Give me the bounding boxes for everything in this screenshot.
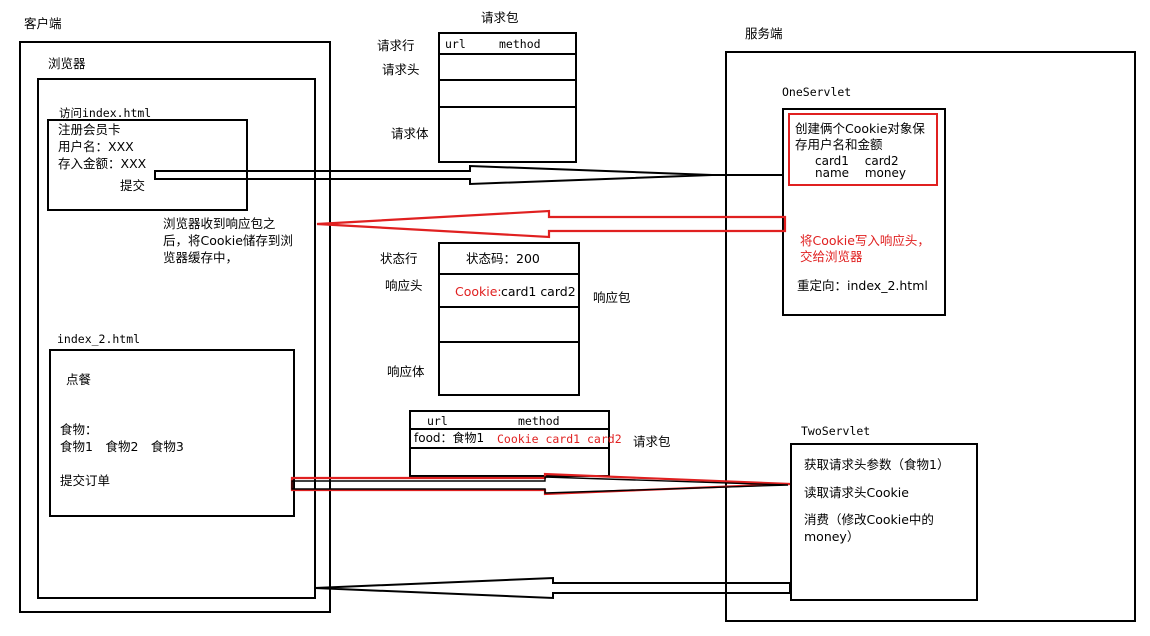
index2-page-caption: index_2.html: [57, 332, 141, 346]
request-1-divider: [440, 79, 576, 81]
order-title: 点餐: [66, 372, 92, 387]
status-line-label: 状态行: [380, 251, 418, 266]
browser-note-line1: 浏览器收到响应包之: [163, 216, 276, 231]
browser-note-line3: 览器缓存中，: [163, 250, 239, 265]
create-cookie-line1: 创建俩个Cookie对象保: [795, 121, 925, 136]
request-line-label: 请求行: [377, 38, 415, 53]
request-2-cookie: Cookie card1 card2: [497, 432, 622, 446]
write-cookie-line2: 交给浏览器: [800, 249, 863, 264]
two-servlet-name: TwoServlet: [801, 424, 871, 438]
response-divider: [440, 273, 579, 275]
request-2-divider: [411, 447, 609, 449]
index-page-box: [47, 119, 248, 211]
response-divider: [440, 306, 579, 308]
request-1-divider: [440, 53, 576, 55]
two-servlet-step1: 获取请求头参数（食物1）: [804, 457, 950, 472]
status-code: 状态码：200: [466, 251, 540, 266]
client-frame: [19, 41, 331, 613]
index2-page-box: [49, 349, 295, 517]
response-divider: [440, 341, 579, 343]
cookie-names: card1 card2: [815, 154, 899, 168]
response-cookie-key: Cookie:: [455, 284, 502, 299]
request-arrow-1: [154, 164, 713, 186]
submit-button[interactable]: 提交: [120, 178, 146, 193]
response-packet-box: [438, 242, 580, 396]
username-field: 用户名：XXX: [58, 139, 134, 154]
response-packet-title: 响应包: [593, 290, 631, 305]
request-packet-2-title: 请求包: [633, 434, 671, 449]
food-label: 食物：: [60, 422, 98, 437]
server-title: 服务端: [745, 26, 783, 41]
request-2-food-param: food：食物1: [414, 431, 485, 445]
cookie-values: name money: [815, 166, 906, 180]
return-arrow: [314, 576, 791, 600]
request-2-divider: [411, 428, 609, 430]
request-1-method: method: [499, 37, 541, 51]
amount-field: 存入金额：XXX: [58, 156, 147, 171]
two-servlet-step3-line1: 消费（修改Cookie中的: [804, 512, 934, 527]
create-cookie-line2: 存用户名和金额: [795, 137, 883, 152]
one-servlet-name: OneServlet: [782, 85, 852, 99]
browser-label: 浏览器: [48, 56, 86, 71]
cookie-create-highlight: [788, 113, 938, 186]
response-arrow: [316, 209, 787, 239]
two-servlet-step2: 读取请求头Cookie: [804, 485, 909, 500]
order-arrow-red: [290, 472, 791, 496]
write-cookie-line1: 将Cookie写入响应头，: [800, 233, 930, 248]
two-servlet-step3-line2: money）: [804, 529, 860, 544]
redirect-text: 重定向：index_2.html: [797, 278, 928, 293]
response-header-label: 响应头: [385, 278, 423, 293]
request-body-label: 请求体: [391, 126, 429, 141]
browser-note-line2: 后，将Cookie储存到浏: [163, 233, 293, 248]
submit-order-button[interactable]: 提交订单: [60, 473, 111, 488]
register-title: 注册会员卡: [58, 122, 121, 137]
request-2-url: url: [427, 414, 448, 428]
request-packet-1-title: 请求包: [481, 10, 519, 25]
request-packet-2-box: [409, 410, 610, 477]
request-packet-1-box: [438, 32, 577, 163]
browser-frame: [37, 78, 316, 599]
order-arrow-black: [291, 476, 789, 494]
one-servlet-box: [782, 108, 946, 316]
request-header-label: 请求头: [382, 62, 420, 77]
request-1-url: url: [445, 37, 466, 51]
client-title: 客户端: [24, 16, 62, 31]
server-frame: [725, 51, 1136, 622]
index-page-caption: 访问index.html: [59, 106, 152, 120]
two-servlet-box: [790, 443, 978, 601]
request-1-divider: [440, 106, 576, 108]
response-body-label: 响应体: [387, 364, 425, 379]
response-cookie-value: card1 card2: [501, 284, 576, 299]
food-options[interactable]: 食物1 食物2 食物3: [60, 439, 184, 454]
request-2-method: method: [518, 414, 560, 428]
